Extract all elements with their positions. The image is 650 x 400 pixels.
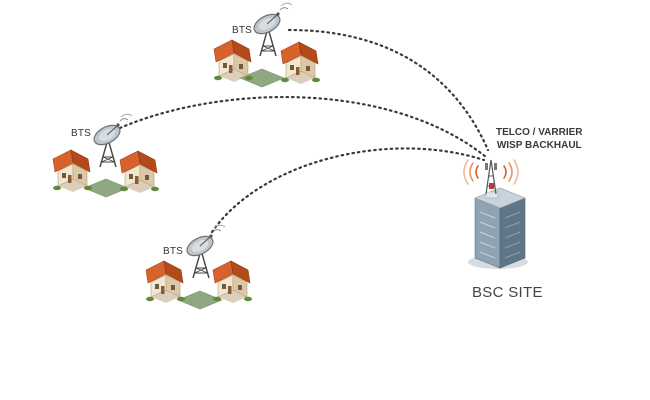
house-icon <box>213 39 254 83</box>
bts-site-1 <box>213 2 321 88</box>
link-bts1-to-bsc <box>287 28 490 152</box>
house-icon <box>212 260 253 304</box>
cell-tower-icon <box>485 159 499 199</box>
house-icon <box>280 41 321 85</box>
signal-waves-icon <box>463 159 519 185</box>
house-icon <box>145 260 186 304</box>
bts-site-3 <box>145 224 253 310</box>
house-icon <box>52 149 93 193</box>
bts-label: BTS <box>71 128 92 139</box>
backhaul-label-line2: WISP BACKHAUL <box>496 140 582 151</box>
bts-site-2 <box>52 113 160 198</box>
backhaul-label: TELCO / VARRIER WISP BACKHAUL <box>496 126 582 152</box>
bsc-site-label: BSC SITE <box>472 284 543 301</box>
backhaul-label-line1: TELCO / VARRIER <box>496 127 583 138</box>
house-icon <box>119 150 160 194</box>
bts-label: BTS <box>232 25 253 36</box>
dish-antenna-icon <box>250 2 293 57</box>
office-building-icon <box>474 187 526 269</box>
bts-label: BTS <box>163 246 184 257</box>
link-bts3-to-bsc <box>210 147 486 234</box>
link-bts2-to-bsc <box>118 96 488 159</box>
bsc-building <box>463 159 528 269</box>
